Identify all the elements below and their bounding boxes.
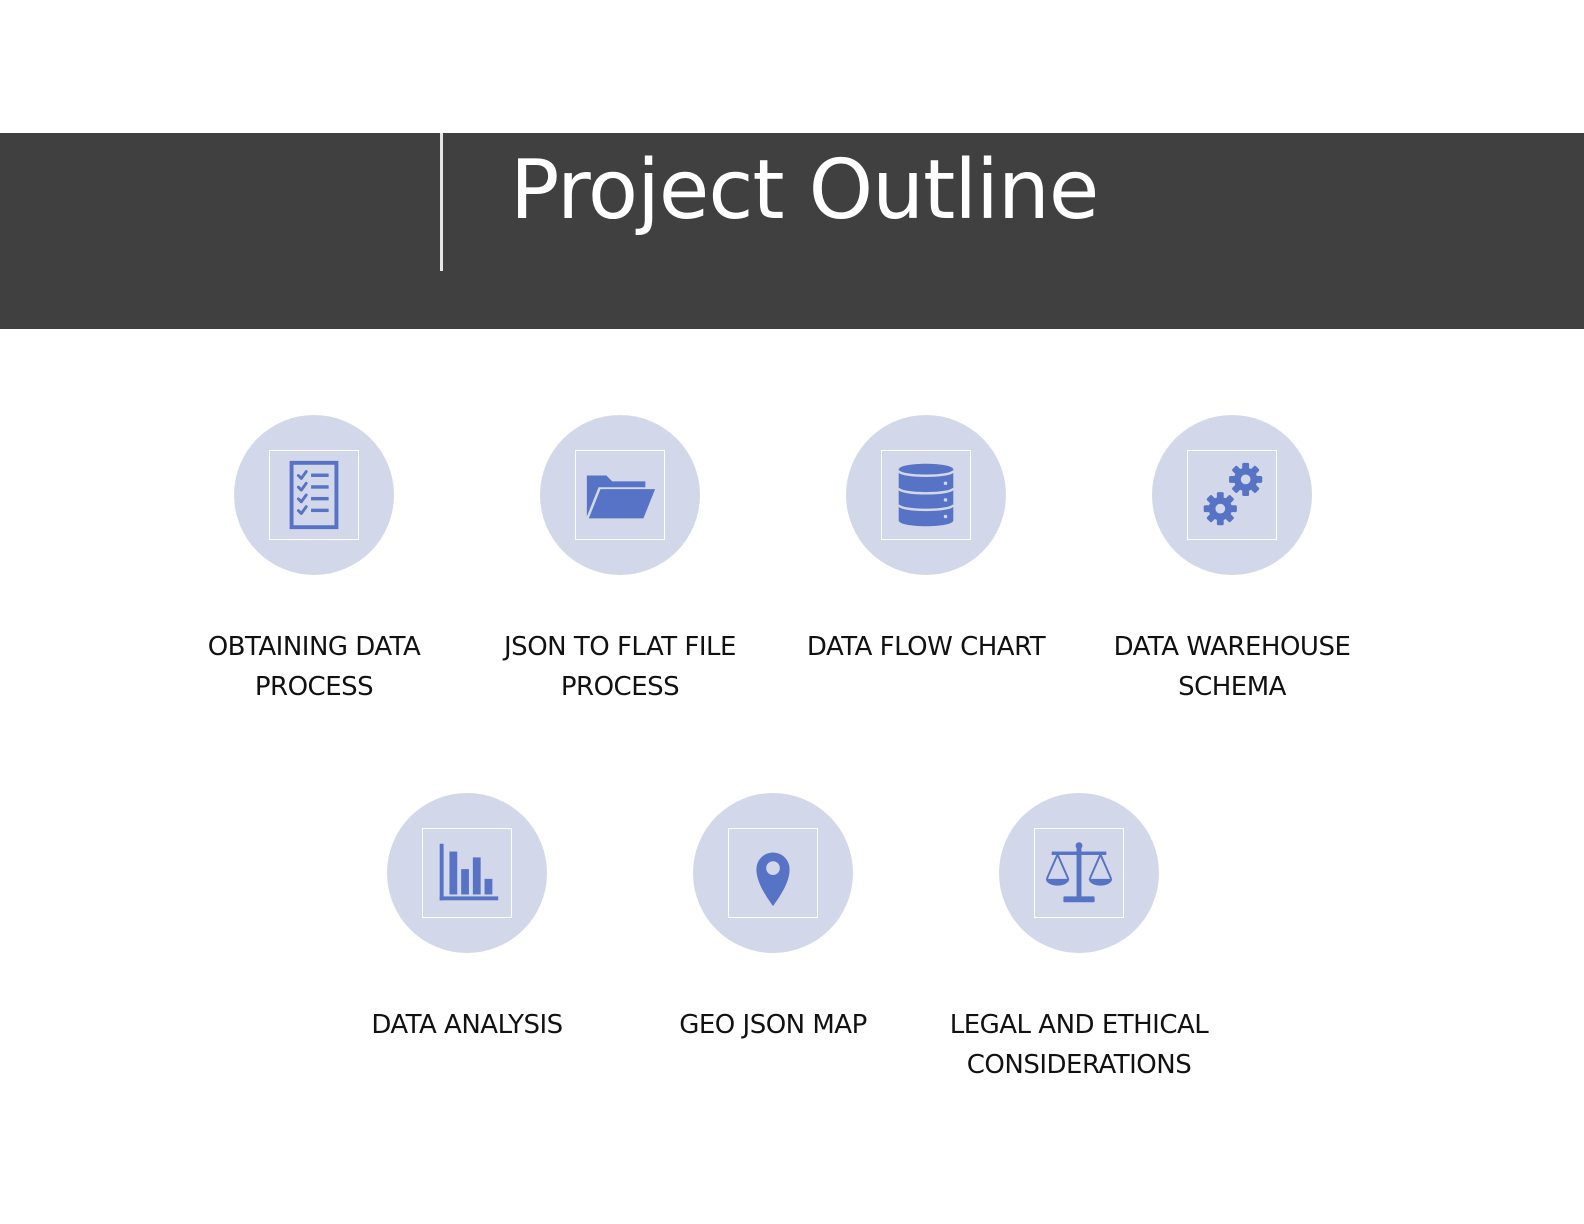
outline-item-data-analysis: DATA ANALYSIS <box>327 793 607 1045</box>
outline-item-label: OBTAINING DATA PROCESS <box>207 632 421 702</box>
outline-item-label: LEGAL AND ETHICAL CONSIDERATIONS <box>949 1010 1209 1080</box>
outline-item-data-warehouse-schema: DATA WAREHOUSE SCHEMA <box>1092 415 1372 707</box>
outline-item-data-flow-chart: DATA FLOW CHART <box>786 415 1066 667</box>
database-icon <box>897 463 955 527</box>
outline-item-legal-ethical: LEGAL AND ETHICAL CONSIDERATIONS <box>939 793 1219 1085</box>
icon-frame <box>1187 450 1277 540</box>
outline-item-label: GEO JSON MAP <box>679 1010 867 1040</box>
bar-chart-icon <box>439 843 499 901</box>
outline-item-geo-json-map: GEO JSON MAP <box>633 793 913 1045</box>
icon-frame <box>422 828 512 918</box>
icon-frame <box>881 450 971 540</box>
outline-item-label: DATA ANALYSIS <box>371 1010 563 1040</box>
outline-item-label: DATA FLOW CHART <box>806 632 1046 662</box>
outline-item-label: JSON TO FLAT FILE PROCESS <box>504 632 736 702</box>
outline-item-json-to-flat-file: JSON TO FLAT FILE PROCESS <box>480 415 760 707</box>
checklist-icon <box>289 460 339 530</box>
slide-title: Project Outline <box>510 143 1099 238</box>
folder-icon <box>586 475 656 519</box>
title-banner <box>0 133 1584 329</box>
icon-frame <box>1034 828 1124 918</box>
icon-frame <box>575 450 665 540</box>
map-pin-icon <box>756 852 790 907</box>
outline-item-label: DATA WAREHOUSE SCHEMA <box>1113 632 1351 702</box>
icon-circle <box>999 793 1159 953</box>
gears-icon <box>1203 462 1263 526</box>
icon-circle <box>540 415 700 575</box>
icon-frame <box>269 450 359 540</box>
icon-circle <box>846 415 1006 575</box>
scales-icon <box>1045 842 1113 903</box>
icon-circle <box>234 415 394 575</box>
banner-divider <box>440 133 443 271</box>
icon-frame <box>728 828 818 918</box>
icon-circle <box>1152 415 1312 575</box>
outline-item-obtaining-data: OBTAINING DATA PROCESS <box>174 415 454 707</box>
icon-circle <box>387 793 547 953</box>
icon-circle <box>693 793 853 953</box>
